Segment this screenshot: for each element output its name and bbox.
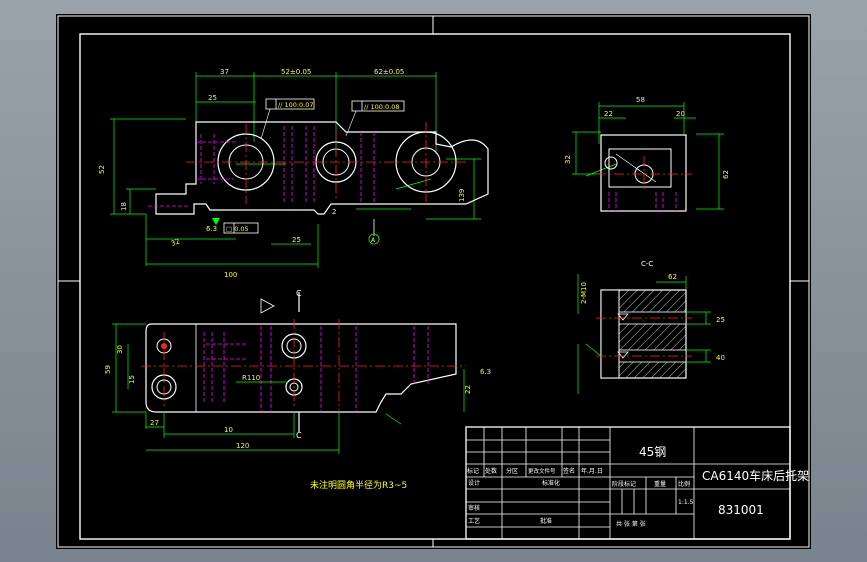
scale-label: 比例: [678, 480, 690, 488]
stage-mark-label: 阶段标记: [612, 480, 636, 488]
row-review: 审核: [468, 504, 480, 512]
tol-frame-1: // 100:0.07: [278, 101, 314, 109]
front-view: [110, 72, 489, 268]
dim-25-top: 25: [208, 94, 217, 102]
row-approve: 批准: [540, 517, 552, 525]
header-cell-change-doc: 更改文件号: [528, 467, 556, 475]
dim-139: 139: [458, 189, 466, 202]
roughness-front: 6.3: [206, 225, 217, 233]
dim-52-vert: 52: [98, 165, 106, 174]
plan-dim-120: 120: [236, 442, 249, 450]
plan-view: [112, 292, 466, 454]
tol-frame-3: □ 0.05: [226, 225, 249, 233]
section-dim-40: 40: [716, 354, 725, 362]
section-marker-top: C: [296, 289, 302, 298]
section-dim-62: 62: [668, 273, 677, 281]
inner-frame: [79, 33, 791, 540]
header-cell-date: 年.月.日: [581, 467, 603, 475]
section-view: [577, 274, 711, 394]
dim-2: 2: [332, 208, 336, 216]
section-dim-25: 25: [716, 316, 725, 324]
drawing-canvas: 37 52±0.05 62±0.05 25 100 52 32 139 18 2…: [57, 15, 810, 548]
front-hidden-lines: [148, 126, 375, 207]
row-process: 工艺: [468, 517, 480, 525]
dim-37: 37: [220, 68, 229, 76]
plan-dim-30: 30: [116, 345, 124, 354]
plan-dim-10: 10: [224, 426, 233, 434]
general-note: 未注明圆角半径为R3~5: [310, 479, 407, 491]
sheet-count: 共 张 第 张: [616, 520, 646, 528]
dim-62-tol: 62±0.05: [374, 68, 404, 76]
roughness-plan: 6.3: [480, 368, 491, 376]
dim-52-tol: 52±0.05: [281, 68, 311, 76]
plan-radius: R110: [242, 374, 260, 382]
plan-dim-15: 15: [128, 375, 136, 384]
dim-18: 18: [120, 202, 128, 211]
section-marker-bottom: C: [296, 431, 302, 440]
front-center-lines: [186, 122, 466, 204]
side-dim-22: 22: [604, 110, 613, 118]
tol-frame-2: // 100:0.08: [364, 103, 400, 111]
side-dim-62: 62: [722, 170, 730, 179]
scale-value: 1:1.5: [678, 499, 694, 506]
drawing-sheet: 37 52±0.05 62±0.05 25 100 52 32 139 18 2…: [56, 14, 811, 549]
side-view: [572, 102, 724, 212]
section-title: C-C: [641, 260, 653, 268]
plan-dim-22: 22: [464, 385, 472, 394]
dim-100: 100: [224, 271, 237, 279]
weight-label: 重量: [654, 480, 666, 488]
datum-label: A: [371, 237, 376, 244]
dimension-labels: 37 52±0.05 62±0.05 25 100 52 32 139 18 2…: [98, 68, 730, 450]
dim-25-bottom: 25: [292, 236, 301, 244]
title-block: [465, 426, 791, 540]
header-cell-mark: 标记: [467, 467, 479, 475]
dim-32: 32: [170, 237, 181, 248]
plan-dim-59: 59: [104, 365, 112, 374]
title-block-text: 标记 处数 分区 更改文件号 签名 年.月.日 设计 标准化 审核 工艺 批准 …: [467, 445, 809, 528]
side-dim-58: 58: [636, 96, 645, 104]
header-cell-signature: 签名: [563, 467, 575, 475]
section-thread: 2-M10: [580, 282, 588, 304]
outer-border: [57, 15, 810, 548]
plan-dim-27: 27: [150, 419, 159, 427]
drawing-number: 831001: [718, 503, 764, 517]
header-cell-zone: 分区: [506, 467, 518, 475]
row-design: 设计: [468, 479, 480, 487]
material: 45钢: [639, 445, 666, 459]
part-name: CA6140车床后托架: [702, 468, 809, 483]
side-dim-32: 32: [564, 155, 572, 164]
row-standard: 标准化: [542, 479, 560, 487]
header-cell-count: 处数: [485, 467, 497, 475]
side-dim-20: 20: [676, 110, 685, 118]
